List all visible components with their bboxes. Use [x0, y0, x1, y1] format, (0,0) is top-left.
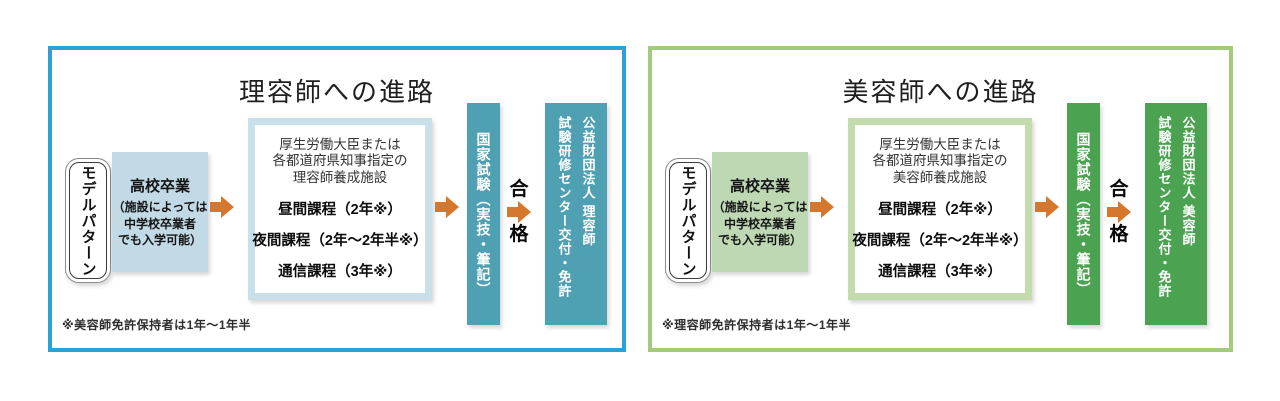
facility-line3: 美容師養成施設	[892, 169, 988, 185]
license-org-box: 公益財団法人 美容師 試験研修センター交付・免許	[1145, 103, 1207, 325]
pass-char-bottom: 格	[1109, 224, 1129, 245]
graduation-heading: 高校卒業	[129, 177, 190, 195]
license-org-box: 公益財団法人 理容師 試験研修センター交付・免許	[545, 103, 607, 325]
model-pattern-label: モデルパターン	[669, 162, 707, 279]
pass-char-bottom: 格	[509, 224, 529, 245]
facility-course-night: 夜間課程（2年～2年半※）	[252, 232, 428, 249]
pass-char-top: 合	[509, 179, 529, 200]
graduation-note-line1: （施設によっては	[712, 199, 808, 214]
national-exam-box: 国家試験（実技・筆記）	[1067, 103, 1100, 325]
flow-arrow-icon	[435, 196, 459, 218]
footnote: ※理容師免許保持者は1年～1年半	[662, 318, 852, 332]
facility-course-correspondence: 通信課程（3年※）	[278, 263, 402, 280]
pass-char-top: 合	[1109, 179, 1129, 200]
graduation-box: 高校卒業 （施設によっては 中学校卒業者 でも入学可能）	[712, 152, 808, 272]
panel-beautician-path: 美容師への進路 モデルパターン 高校卒業 （施設によっては 中学校卒業者 でも入…	[648, 46, 1233, 352]
page-title: 美容師への進路	[842, 77, 1039, 107]
facility-course-night: 夜間課程（2年～2年半※）	[852, 232, 1028, 249]
license-org-line1: 公益財団法人 理容師	[580, 116, 596, 247]
training-facility-box: 厚生労働大臣または 各都道府県知事指定の 美容師養成施設 昼間課程（2年※） 夜…	[848, 118, 1032, 300]
graduation-note-line3: でも入学可能）	[717, 233, 802, 248]
page-title: 理容師への進路	[238, 77, 435, 107]
pass-indicator: 合 格	[499, 180, 539, 244]
license-org-line1: 公益財団法人 美容師	[1180, 116, 1196, 247]
national-exam-box: 国家試験（実技・筆記）	[467, 103, 500, 325]
facility-course-day: 昼間課程（2年※）	[278, 201, 402, 218]
facility-line2: 各都道府県知事指定の	[872, 153, 1008, 169]
license-org-line2: 試験研修センター交付・免許	[556, 116, 572, 298]
facility-course-day: 昼間課程（2年※）	[878, 201, 1002, 218]
pass-indicator: 合 格	[1099, 180, 1139, 244]
graduation-heading: 高校卒業	[729, 177, 790, 195]
training-facility-box: 厚生労働大臣または 各都道府県知事指定の 理容師養成施設 昼間課程（2年※） 夜…	[248, 118, 432, 300]
flow-arrow-icon	[210, 196, 234, 218]
national-exam-label: 国家試験（実技・筆記）	[1075, 131, 1092, 297]
model-pattern-label: モデルパターン	[69, 162, 107, 279]
facility-line1: 厚生労働大臣または	[879, 137, 1001, 153]
graduation-box: 高校卒業 （施設によっては 中学校卒業者 でも入学可能）	[112, 152, 208, 272]
graduation-note-line2: 中学校卒業者	[123, 216, 196, 231]
national-exam-label: 国家試験（実技・筆記）	[475, 131, 492, 297]
facility-course-correspondence: 通信課程（3年※）	[878, 263, 1002, 280]
model-pattern-badge: モデルパターン	[665, 158, 711, 283]
license-org-line2: 試験研修センター交付・免許	[1156, 116, 1172, 298]
graduation-note-line3: でも入学可能）	[117, 233, 202, 248]
flow-arrow-icon	[1106, 201, 1132, 223]
facility-line3: 理容師養成施設	[292, 169, 388, 185]
panel-barber-path: 理容師への進路 モデルパターン 高校卒業 （施設によっては 中学校卒業者 でも入…	[48, 46, 626, 352]
graduation-note-line1: （施設によっては	[112, 199, 208, 214]
flow-arrow-icon	[1035, 196, 1059, 218]
footnote: ※美容師免許保持者は1年～1年半	[62, 318, 252, 332]
graduation-note-line2: 中学校卒業者	[723, 216, 796, 231]
facility-line2: 各都道府県知事指定の	[272, 153, 408, 169]
flow-arrow-icon	[810, 196, 834, 218]
flow-arrow-icon	[506, 201, 532, 223]
model-pattern-badge: モデルパターン	[65, 158, 111, 283]
facility-line1: 厚生労働大臣または	[279, 137, 401, 153]
